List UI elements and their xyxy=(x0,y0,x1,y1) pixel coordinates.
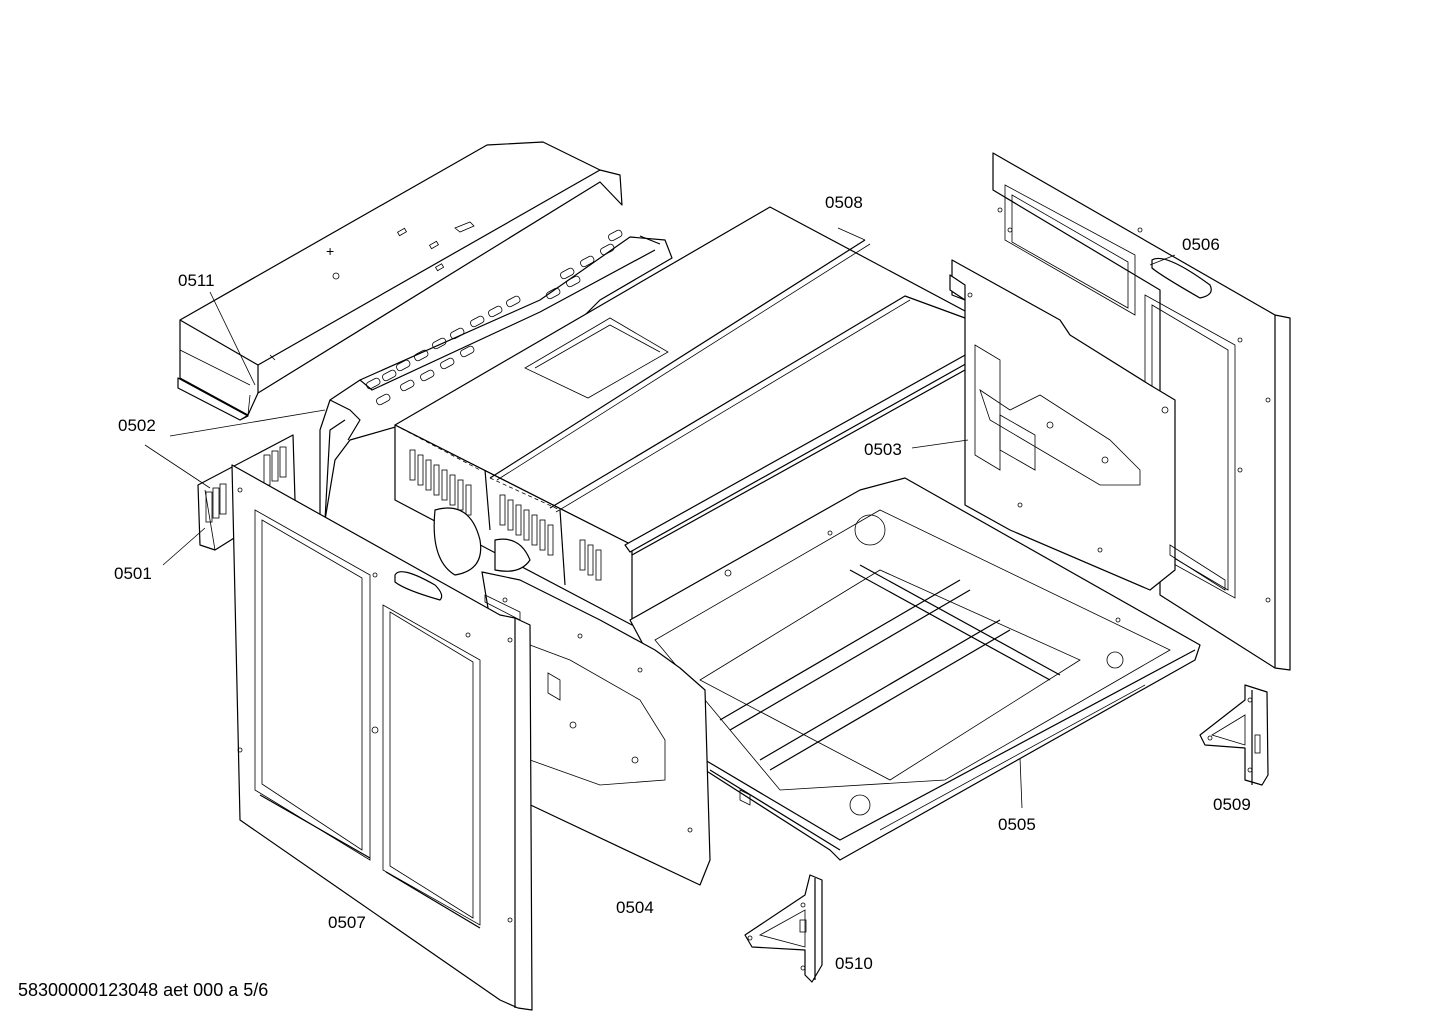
label-0505: 0505 xyxy=(998,815,1036,834)
drawing-reference-number: 58300000123048 aet 000 a 5/6 xyxy=(18,980,269,1000)
svg-text:+: + xyxy=(326,243,334,259)
label-0507: 0507 xyxy=(328,913,366,932)
label-0501: 0501 xyxy=(114,564,152,583)
leader-lines xyxy=(144,227,1176,809)
label-0509: 0509 xyxy=(1213,795,1251,814)
part-0509-right-bracket[interactable] xyxy=(1199,684,1269,786)
part-labels: 0511 0502 0501 0508 0506 0503 0505 0509 … xyxy=(114,193,1251,973)
part-0508-oven-cavity[interactable] xyxy=(394,206,1013,626)
label-0503: 0503 xyxy=(864,440,902,459)
label-0506: 0506 xyxy=(1182,235,1220,254)
label-0510: 0510 xyxy=(835,954,873,973)
part-0505-bottom-frame[interactable] xyxy=(629,477,1201,861)
label-0508: 0508 xyxy=(825,193,863,212)
part-0504-left-inner-panel[interactable] xyxy=(481,571,711,886)
part-0507-left-side-panel[interactable] xyxy=(231,464,533,1011)
label-0502: 0502 xyxy=(118,416,156,435)
part-0503-right-inner-panel[interactable] xyxy=(949,259,1226,591)
label-0504: 0504 xyxy=(616,898,654,917)
part-0511-top-cover[interactable]: + xyxy=(177,141,623,421)
part-0502-rear-housing[interactable] xyxy=(319,229,673,521)
label-0511: 0511 xyxy=(178,271,215,290)
part-0506-right-side-panel[interactable] xyxy=(992,152,1291,671)
part-0510-left-bracket[interactable] xyxy=(744,874,823,983)
